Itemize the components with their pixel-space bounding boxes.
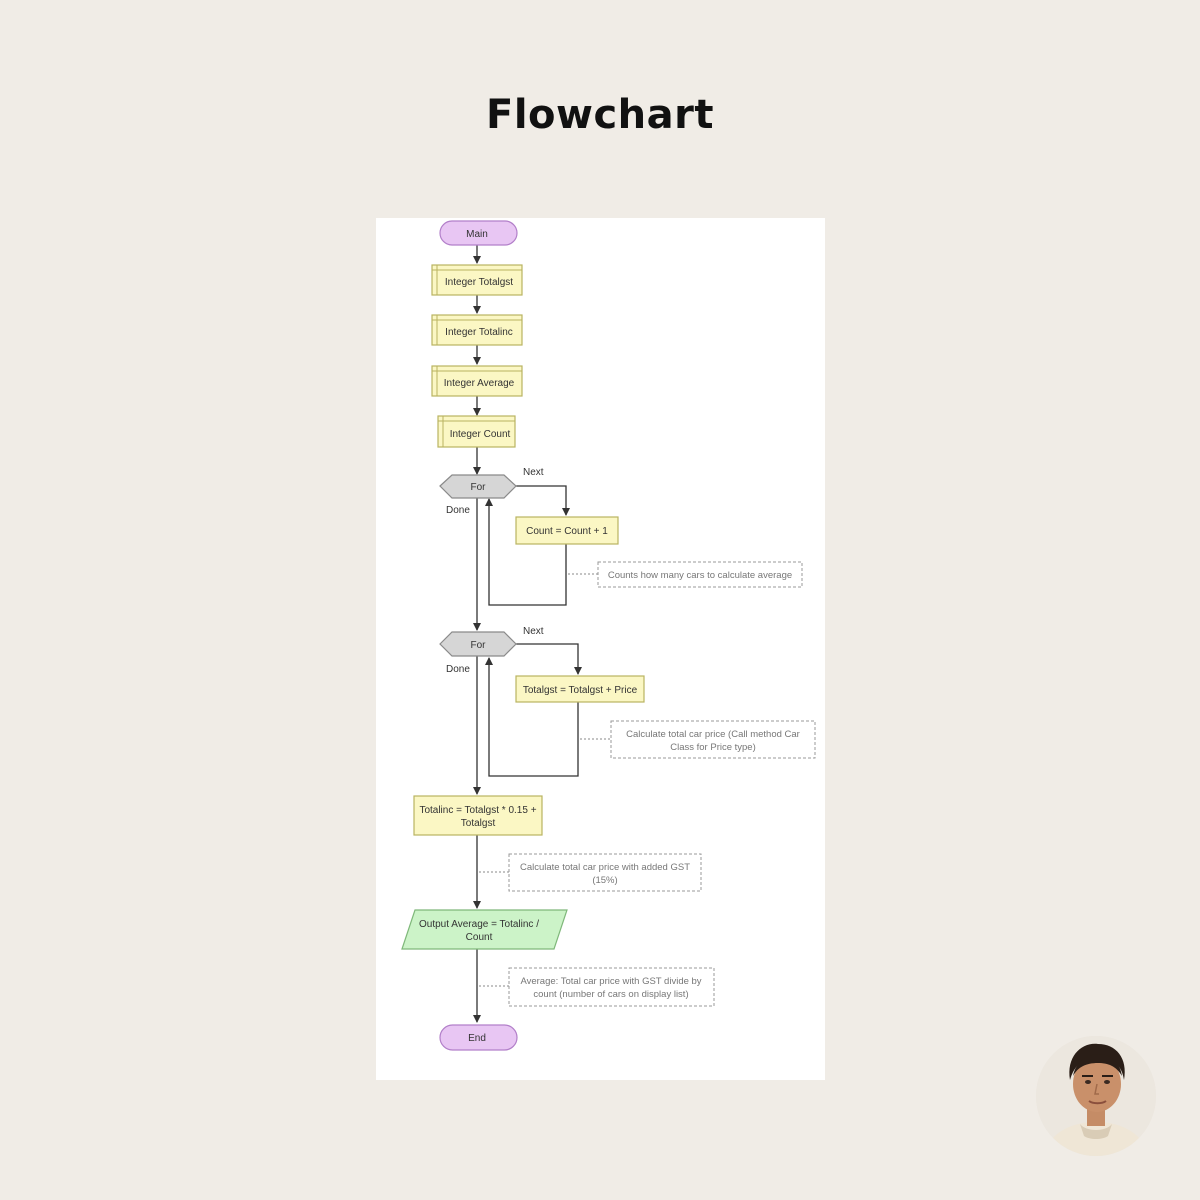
process-totalinc-line2: Totalgst xyxy=(461,818,496,829)
comment-gst-line1: Calculate total car price with added GST xyxy=(520,862,690,873)
output-average: Output Average = Totalinc / Count xyxy=(401,909,568,950)
terminal-end-label: End xyxy=(468,1033,486,1044)
connector-loop1-return xyxy=(485,498,567,606)
declare-average: Integer Average xyxy=(431,365,523,397)
loop-1-next-label: Next xyxy=(523,467,544,478)
connector-loop2-next xyxy=(516,643,582,675)
declare-totalinc-label: Integer Totalinc xyxy=(445,327,513,338)
terminal-main: Main xyxy=(439,220,518,246)
declare-totalinc: Integer Totalinc xyxy=(431,314,523,346)
output-average-line2: Count xyxy=(466,932,493,943)
avatar-portrait-icon xyxy=(1036,1036,1156,1156)
process-totalinc-assign: Totalinc = Totalgst * 0.15 + Totalgst xyxy=(413,795,543,836)
loop-for-1: For xyxy=(439,474,517,499)
declare-totalgst: Integer Totalgst xyxy=(431,264,523,296)
output-average-line1: Output Average = Totalinc / xyxy=(419,919,539,930)
process-count-increment-label: Count = Count + 1 xyxy=(526,526,608,537)
loop-for-2-label: For xyxy=(471,640,487,651)
loop-for-2: For xyxy=(439,631,517,657)
connector-loop2-return xyxy=(485,657,579,777)
comment-gst: Calculate total car price with added GST… xyxy=(508,853,702,892)
process-totalgst-sum: Totalgst = Totalgst + Price xyxy=(515,675,645,703)
declare-count: Integer Count xyxy=(437,415,516,448)
flowchart-panel: Main Integer Totalgst Integer Totalinc I… xyxy=(376,218,825,1080)
comment-totalgst: Calculate total car price (Call method C… xyxy=(610,720,816,759)
process-count-increment: Count = Count + 1 xyxy=(515,516,619,545)
declare-count-label: Integer Count xyxy=(450,429,511,440)
comment-totalgst-line2: Class for Price type) xyxy=(670,742,756,753)
declare-totalgst-label: Integer Totalgst xyxy=(445,277,513,288)
avatar xyxy=(1036,1036,1156,1156)
terminal-main-label: Main xyxy=(466,229,488,240)
loop-2-done-label: Done xyxy=(446,664,470,675)
flowchart-diagram: Main Integer Totalgst Integer Totalinc I… xyxy=(401,220,816,1051)
comment-gst-line2: (15%) xyxy=(592,875,617,886)
connector-loop1-next xyxy=(516,485,570,516)
comment-leaders xyxy=(479,573,611,987)
comment-average: Average: Total car price with GST divide… xyxy=(508,967,715,1007)
loop-1-done-label: Done xyxy=(446,505,470,516)
comment-average-line1: Average: Total car price with GST divide… xyxy=(520,976,701,987)
comment-average-line2: count (number of cars on display list) xyxy=(533,989,688,1000)
terminal-end: End xyxy=(439,1024,518,1051)
declare-average-label: Integer Average xyxy=(444,378,515,389)
comment-totalgst-line1: Calculate total car price (Call method C… xyxy=(626,729,800,740)
process-totalinc-line1: Totalinc = Totalgst * 0.15 + xyxy=(419,805,536,816)
comment-count-text: Counts how many cars to calculate averag… xyxy=(608,570,792,581)
process-totalgst-sum-label: Totalgst = Totalgst + Price xyxy=(523,685,638,696)
comment-count: Counts how many cars to calculate averag… xyxy=(597,561,803,588)
loop-for-1-label: For xyxy=(471,482,487,493)
page-title: Flowchart xyxy=(486,92,714,138)
loop-2-next-label: Next xyxy=(523,626,544,637)
connectors xyxy=(473,245,582,1023)
